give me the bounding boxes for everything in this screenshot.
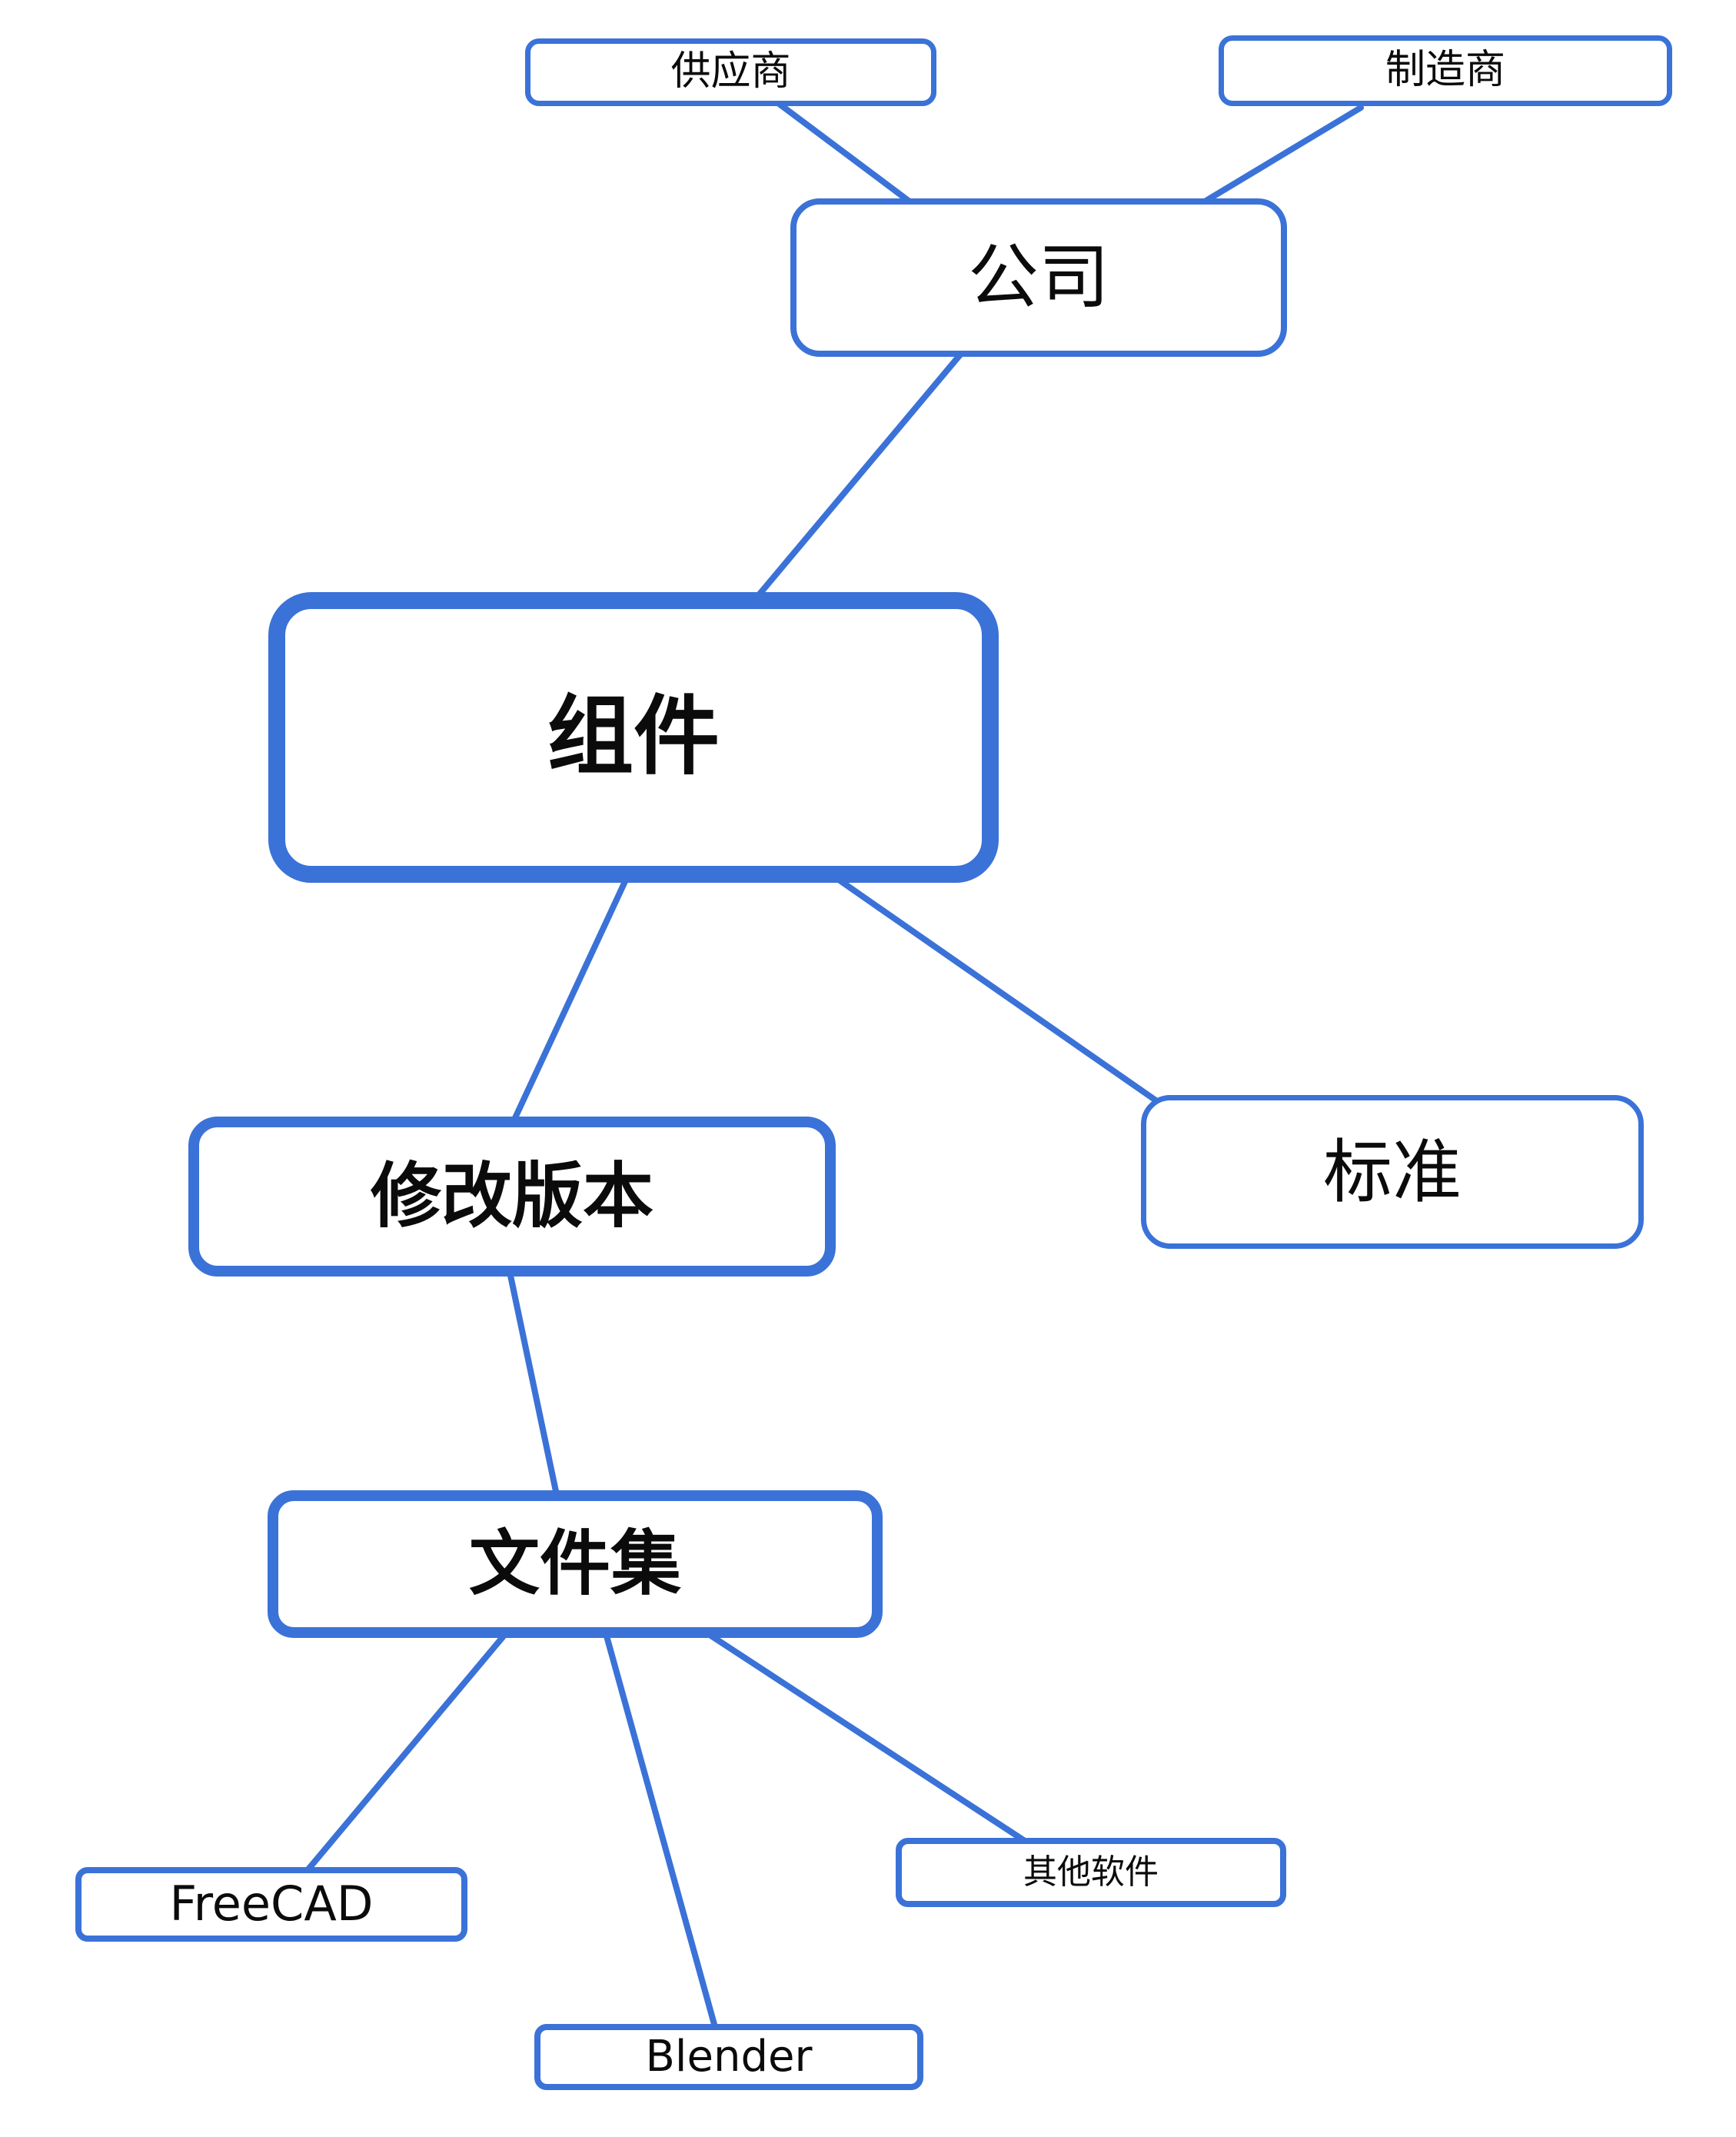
node-blender[interactable]: Blender — [534, 2024, 923, 2090]
edge-component-revision — [510, 875, 630, 1124]
node-standard[interactable]: 标准 — [1141, 1095, 1644, 1249]
edge-company-component — [754, 351, 964, 600]
node-supplier-label: 供应商 — [670, 48, 791, 95]
node-supplier[interactable]: 供应商 — [525, 38, 936, 106]
node-manufacturer[interactable]: 制造商 — [1219, 35, 1672, 106]
node-blender-label: Blender — [645, 2032, 813, 2082]
edge-manufacturer-company — [1202, 105, 1364, 205]
edge-supplier-company — [775, 100, 913, 205]
node-company-label: 公司 — [967, 236, 1109, 319]
node-revision[interactable]: 修改版本 — [188, 1117, 836, 1277]
node-freecad[interactable]: FreeCAD — [75, 1867, 467, 1942]
node-standard-label: 标准 — [1323, 1131, 1462, 1213]
node-revision-label: 修改版本 — [370, 1155, 653, 1238]
edge-fileset-blender — [603, 1630, 718, 2030]
edge-component-standard — [833, 875, 1158, 1103]
node-component-label: 组件 — [547, 687, 720, 787]
node-fileset[interactable]: 文件集 — [268, 1490, 883, 1638]
node-fileset-label: 文件集 — [468, 1523, 681, 1606]
node-company[interactable]: 公司 — [790, 198, 1287, 357]
edge-fileset-other-software — [704, 1630, 1028, 1844]
node-freecad-label: FreeCAD — [169, 1876, 374, 1932]
node-other-software[interactable]: 其他软件 — [896, 1838, 1286, 1907]
node-other-software-label: 其他软件 — [1023, 1852, 1159, 1892]
edge-revision-fileset — [507, 1269, 560, 1498]
node-manufacturer-label: 制造商 — [1385, 47, 1505, 94]
edge-fileset-freecad — [304, 1630, 509, 1873]
node-component[interactable]: 组件 — [268, 592, 999, 883]
